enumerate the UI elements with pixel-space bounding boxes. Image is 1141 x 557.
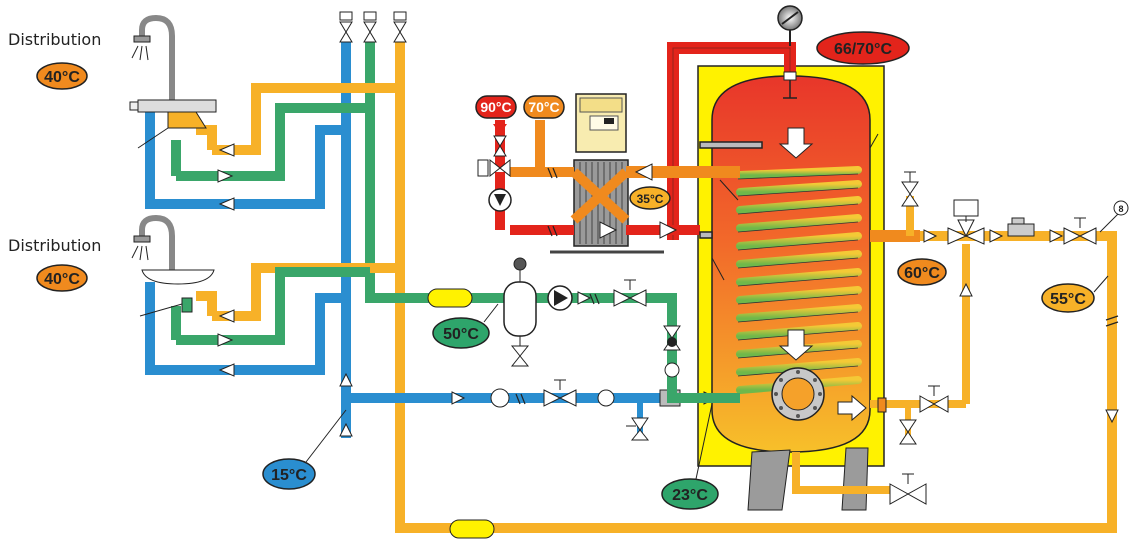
flow-arrow-left-icon: [634, 163, 653, 181]
flow-arrow-down-icon: [778, 127, 814, 159]
primary-three-way-valve-icon: [489, 158, 511, 178]
svg-text:70°C: 70°C: [528, 99, 559, 115]
primary-hot-inlet-valve-icon: [493, 135, 507, 157]
flow-meter-icon: [1007, 223, 1035, 237]
water-meter-icon: [490, 388, 510, 408]
recirculation-pipe: [365, 40, 740, 403]
svg-text:40°C: 40°C: [44, 271, 80, 288]
top-isolation-valves: [339, 11, 407, 43]
temp-badge-return: 55°C: [1041, 283, 1095, 313]
check-valve-icon: [597, 389, 615, 407]
flow-arrow-right-icon: [837, 394, 867, 422]
svg-text:15°C: 15°C: [271, 467, 307, 484]
svg-text:50°C: 50°C: [443, 326, 479, 343]
temp-badge-primary-hot: 90°C: [475, 95, 517, 119]
svg-text:23°C: 23°C: [672, 487, 708, 504]
temp-badge-cold: 15°C: [262, 458, 316, 490]
recirc-valve-icon: [613, 289, 647, 307]
sensor-number: 8: [1118, 204, 1123, 214]
outlet-shutoff-valve-icon: [1063, 227, 1097, 245]
temp-badge-tank-top: 66/70°C: [816, 31, 910, 65]
tank-leg-left: [747, 449, 791, 511]
hot-supply-pipe: [667, 42, 796, 240]
distribution-label-top: Distribution: [8, 30, 102, 49]
outlet-valve-icon: [901, 181, 919, 207]
flow-arrow-right-icon: [659, 221, 678, 239]
temp-badge-exchanger: 35°C: [629, 186, 671, 210]
top-valve-icon: [783, 71, 797, 81]
svg-text:90°C: 90°C: [480, 99, 511, 115]
bottom-right-valve-icon: [919, 395, 949, 413]
tank-leg-right: [841, 447, 869, 511]
temp-badge-recirc: 50°C: [432, 317, 490, 349]
safety-valve-icon: [630, 417, 650, 441]
distribution-label-bottom: Distribution: [8, 236, 102, 255]
temp-badge-dist-bottom: 40°C: [36, 264, 88, 292]
faucet-top-icon: [129, 14, 217, 149]
return-insulation-icon: [449, 519, 495, 539]
flow-arrow-down-icon: [778, 329, 814, 361]
temp-badge-tank-bottom: 23°C: [661, 478, 719, 510]
recirc-insulation-icon: [427, 288, 473, 308]
faucet-bottom-icon: [131, 214, 215, 317]
inspection-flange: [771, 367, 825, 421]
expansion-vessel-icon: [503, 257, 537, 367]
temp-badge-dist-top: 40°C: [36, 62, 88, 90]
mixing-valve-icon: [947, 199, 985, 245]
svg-text:35°C: 35°C: [637, 192, 664, 206]
sensor-icon: [1113, 200, 1129, 216]
flow-arrow-right-icon: [599, 221, 618, 239]
svg-text:66/70°C: 66/70°C: [834, 41, 892, 58]
svg-text:60°C: 60°C: [904, 265, 940, 282]
svg-text:55°C: 55°C: [1050, 291, 1086, 308]
svg-text:40°C: 40°C: [44, 69, 80, 86]
drain-valve-icon: [899, 419, 917, 445]
temp-badge-primary-mid: 70°C: [523, 95, 565, 119]
temp-badge-tank-outlet: 60°C: [897, 258, 947, 286]
bottom-drain-valve-icon: [889, 483, 927, 505]
controller-box: [575, 93, 627, 153]
cold-valve-icon: [543, 389, 577, 407]
